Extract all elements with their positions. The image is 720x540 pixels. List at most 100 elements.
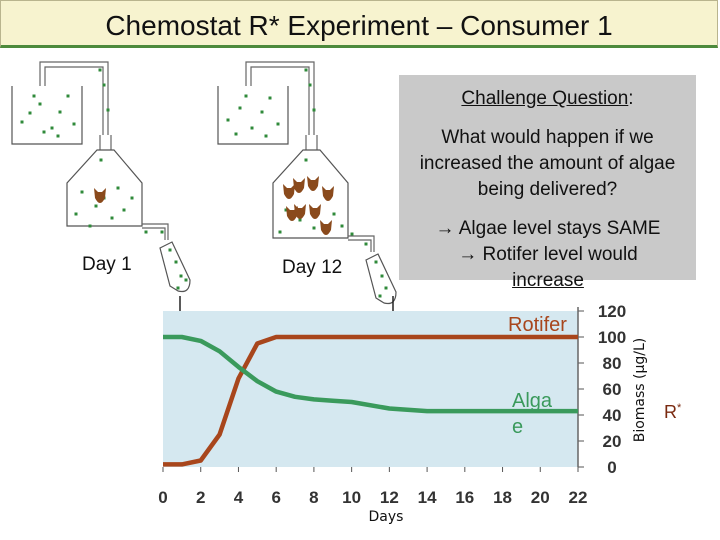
algae-cell	[308, 83, 312, 87]
x-axis-label: Days	[369, 509, 404, 525]
algae-cell	[284, 208, 288, 212]
algae-cell	[260, 110, 264, 114]
algae-cell	[250, 126, 254, 130]
rotifer-icon	[322, 186, 334, 201]
x-tick-label: 14	[418, 488, 437, 507]
algae-cell	[160, 230, 164, 234]
algae-cell	[179, 274, 183, 278]
rotifer-series-label: Rotifer	[508, 314, 567, 336]
y-tick-label: 0	[607, 458, 616, 477]
algae-cell	[332, 212, 336, 216]
algae-cell	[122, 208, 126, 212]
rotifer-icon	[94, 188, 106, 203]
y-tick-label: 100	[598, 328, 626, 347]
x-tick-label: 22	[569, 488, 588, 507]
alga-series-label: Alga	[512, 390, 553, 412]
rotifers	[94, 188, 106, 203]
algae-cell	[116, 186, 120, 190]
reservoir-flask	[218, 86, 288, 144]
algae-cell	[384, 286, 388, 290]
answer-line-rotifer: → Rotifer level would	[458, 244, 638, 265]
x-tick-label: 12	[380, 488, 399, 507]
algae-cell	[168, 248, 172, 252]
algae-cell	[130, 196, 134, 200]
algae-cell	[74, 212, 78, 216]
rotifer-icon	[320, 220, 332, 235]
algae-cell	[304, 68, 308, 72]
algae-cell	[56, 134, 60, 138]
x-tick-label: 20	[531, 488, 550, 507]
algae-cell	[234, 132, 238, 136]
algae-cell	[350, 232, 354, 236]
algae-cell	[378, 294, 382, 298]
x-tick-label: 0	[158, 488, 167, 507]
algae-cell	[184, 278, 188, 282]
algae-cell	[106, 108, 110, 112]
algae-cell	[238, 106, 242, 110]
algae-cell	[176, 286, 180, 290]
r-star-label: R*	[664, 402, 682, 422]
algae-cell	[374, 260, 378, 264]
page-title: Chemostat R* Experiment – Consumer 1	[105, 10, 613, 41]
day1-label: Day 1	[82, 254, 132, 275]
algae-cell	[50, 126, 54, 130]
algae-cell	[32, 94, 36, 98]
algae-cell	[226, 118, 230, 122]
x-tick-label: 2	[196, 488, 205, 507]
x-tick-label: 6	[271, 488, 280, 507]
feed-tube	[39, 61, 109, 135]
y-tick-label: 80	[603, 354, 622, 373]
answer-line-algae: → Algae level stays SAME	[435, 218, 661, 239]
algae-cell	[66, 94, 70, 98]
outflow-tube	[142, 223, 169, 240]
rotifer-icon	[293, 178, 305, 193]
challenge-callout	[399, 75, 696, 280]
algae-cell	[20, 120, 24, 124]
algae-cell	[80, 190, 84, 194]
algae-cell	[364, 242, 368, 246]
algae-cells	[20, 68, 188, 290]
feed-tube	[245, 61, 315, 135]
y-axis-label: Biomass (µg/L)	[632, 338, 648, 443]
collection-tube	[159, 241, 191, 293]
series-line-rotifer	[163, 334, 578, 467]
algae-cell	[72, 122, 76, 126]
algae-cell	[380, 274, 384, 278]
algae-cell	[88, 224, 92, 228]
rotifer-icon	[307, 176, 319, 191]
algae-cell	[298, 218, 302, 222]
algae-cell	[94, 204, 98, 208]
chemostat-day1	[11, 61, 191, 293]
chemostat-day12	[217, 61, 397, 305]
algae-cell	[28, 111, 32, 115]
algae-cell	[278, 230, 282, 234]
algae-cell	[58, 110, 62, 114]
challenge-question: What would happen if we increased the am…	[419, 127, 676, 200]
y-tick-label: 120	[598, 302, 626, 321]
x-tick-label: 10	[342, 488, 361, 507]
title-bar	[0, 0, 718, 48]
algae-cell	[110, 216, 114, 220]
algae-cell	[99, 158, 103, 162]
algae-cell	[264, 134, 268, 138]
algae-cell	[340, 224, 344, 228]
algae-cell	[304, 158, 308, 162]
rotifer-icon	[283, 184, 295, 199]
algae-cell	[174, 260, 178, 264]
y-tick-label: 40	[603, 406, 622, 425]
algae-cell	[312, 108, 316, 112]
challenge-answer: → Algae level stays SAME → Rotifer level…	[400, 216, 696, 294]
series-line-alga	[163, 334, 578, 414]
algae-cell	[276, 122, 280, 126]
algae-cell	[244, 94, 248, 98]
algae-cell	[38, 102, 42, 106]
alga-series-label-cont: e	[512, 416, 523, 438]
algae-cell	[42, 130, 46, 134]
rotifer-icon	[309, 204, 321, 219]
x-tick-label: 4	[234, 488, 244, 507]
x-tick-label: 8	[309, 488, 318, 507]
algae-cell	[102, 83, 106, 87]
x-tick-label: 18	[493, 488, 512, 507]
